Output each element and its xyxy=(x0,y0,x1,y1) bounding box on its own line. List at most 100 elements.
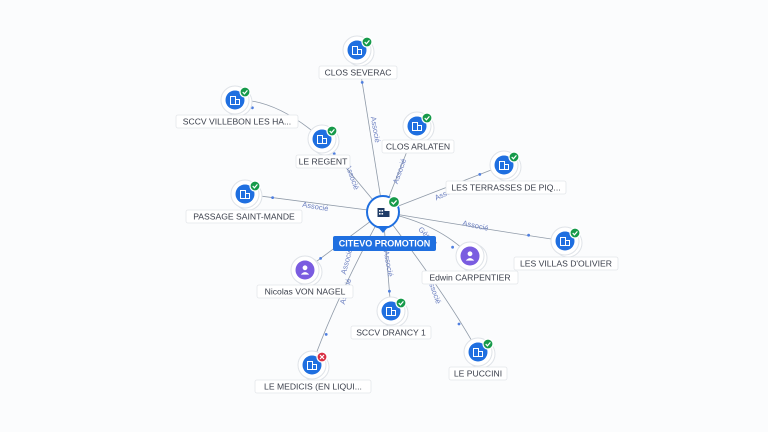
node-label-box xyxy=(295,154,351,169)
edge-arrow-icon xyxy=(332,152,336,156)
node-edwin-carpentier[interactable]: Edwin CARPENTIER xyxy=(421,241,519,285)
check-icon xyxy=(485,342,491,347)
node-label-text: SCCV DRANCY 1 xyxy=(356,328,426,338)
building-icon xyxy=(386,307,396,316)
building-icon xyxy=(307,361,317,370)
edge-label-sccv-drancy: Associé xyxy=(382,250,395,277)
node-label-box xyxy=(513,256,619,271)
edge-arrow-icon xyxy=(319,257,322,260)
active-badge-icon xyxy=(395,297,407,309)
active-badge-icon xyxy=(482,338,494,350)
building-icon xyxy=(230,96,240,105)
node-label-text: LE PUCCINI xyxy=(454,369,502,379)
active-badge-icon xyxy=(249,180,261,192)
edge-les-terrasses xyxy=(382,164,505,213)
edge-arrow-icon xyxy=(324,333,328,336)
building-icon xyxy=(412,122,422,131)
node-le-medicis[interactable]: LE MEDICIS (EN LIQUI... xyxy=(254,350,372,394)
node-passage-saint-mande[interactable]: PASSAGE SAINT-MANDE xyxy=(185,179,303,224)
check-icon xyxy=(329,129,335,134)
node-label-box xyxy=(254,379,372,394)
node-label-box xyxy=(381,139,455,154)
node-les-terrasses[interactable]: LES TERRASSES DE PIQ... xyxy=(445,150,567,195)
node-le-puccini[interactable]: LE PUCCINI xyxy=(448,337,508,381)
check-icon xyxy=(242,90,248,95)
node-label-text: LE REGENT xyxy=(299,157,348,167)
active-badge-icon xyxy=(508,151,520,163)
check-icon xyxy=(364,40,370,45)
edge-le-puccini xyxy=(382,211,479,353)
node-label-les-terrasses[interactable]: LES TERRASSES DE PIQ... xyxy=(445,180,567,195)
person-icon xyxy=(465,251,475,261)
edge-arrow-icon xyxy=(251,106,254,110)
node-label-text: LES TERRASSES DE PIQ... xyxy=(451,183,560,193)
node-label-text: LE MEDICIS (EN LIQUI... xyxy=(264,382,362,392)
node-clos-severac[interactable]: CLOS SEVERAC xyxy=(318,35,398,80)
node-label-sccv-drancy[interactable]: SCCV DRANCY 1 xyxy=(350,325,432,340)
node-label-clos-severac[interactable]: CLOS SEVERAC xyxy=(318,65,398,80)
building-icon xyxy=(473,348,483,357)
edge-arrow-icon xyxy=(478,173,482,176)
node-label-box xyxy=(350,325,432,340)
active-badge-icon xyxy=(569,227,581,239)
cross-icon xyxy=(319,354,325,360)
node-label-le-puccini[interactable]: LE PUCCINI xyxy=(448,366,508,381)
edge-label-passage-saint-mande: Associé xyxy=(302,200,329,213)
active-badge-icon xyxy=(239,86,251,98)
center-node[interactable]: CITEVO PROMOTION xyxy=(333,195,436,251)
node-label-text: Edwin CARPENTIER xyxy=(429,273,510,283)
node-label-nicolas-von-nagel[interactable]: Nicolas VON NAGEL xyxy=(256,284,354,299)
node-label-sccv-villebon[interactable]: SCCV VILLEBON LES HA... xyxy=(175,114,299,129)
edge-les-villas xyxy=(382,211,566,242)
center-label-box[interactable] xyxy=(333,236,436,251)
building-icon xyxy=(317,135,327,144)
building-icon xyxy=(240,190,250,199)
node-clos-arlaten[interactable]: CLOS ARLATEN xyxy=(381,111,455,154)
active-badge-icon xyxy=(361,36,373,48)
node-label-text: LES VILLAS D'OLIVIER xyxy=(520,259,612,269)
edge-arrow-icon xyxy=(360,81,364,84)
node-label-text: CLOS ARLATEN xyxy=(386,142,450,152)
edge-arrow-icon xyxy=(457,322,461,326)
node-label-text: SCCV VILLEBON LES HA... xyxy=(183,117,291,127)
node-label-box xyxy=(175,114,299,129)
node-label-le-medicis[interactable]: LE MEDICIS (EN LIQUI... xyxy=(254,379,372,394)
edge-arrow-icon xyxy=(388,289,391,293)
active-badge-icon xyxy=(421,112,433,124)
node-nicolas-von-nagel[interactable]: Nicolas VON NAGEL xyxy=(256,255,354,299)
nodes-layer: CLOS SEVERAC SCCV VILLEBON LES HA... LE RE… xyxy=(175,35,619,394)
edge-arrow-icon xyxy=(271,196,274,200)
node-label-clos-arlaten[interactable]: CLOS ARLATEN xyxy=(381,139,455,154)
node-label-edwin-carpentier[interactable]: Edwin CARPENTIER xyxy=(421,270,519,285)
check-icon xyxy=(391,199,398,205)
check-icon xyxy=(572,231,578,236)
check-icon xyxy=(511,155,517,160)
check-icon xyxy=(398,301,404,306)
edge-arrow-icon xyxy=(527,233,530,237)
edge-passage-saint-mande xyxy=(244,193,384,213)
node-les-villas[interactable]: LES VILLAS D'OLIVIER xyxy=(513,226,619,271)
node-label-text: CLOS SEVERAC xyxy=(325,68,392,78)
check-icon xyxy=(424,116,430,121)
center-label: CITEVO PROMOTION xyxy=(339,239,431,249)
node-sccv-villebon[interactable]: SCCV VILLEBON LES HA... xyxy=(175,85,299,129)
node-label-passage-saint-mande[interactable]: PASSAGE SAINT-MANDE xyxy=(185,209,303,224)
building-icon xyxy=(499,161,509,170)
node-label-box xyxy=(256,284,354,299)
node-label-les-villas[interactable]: LES VILLAS D'OLIVIER xyxy=(513,256,619,271)
node-label-le-regent[interactable]: LE REGENT xyxy=(295,154,351,169)
node-label-box xyxy=(445,180,567,195)
node-sccv-drancy[interactable]: SCCV DRANCY 1 xyxy=(350,296,432,340)
node-label-box xyxy=(185,209,303,224)
person-icon xyxy=(300,265,310,275)
node-label-text: PASSAGE SAINT-MANDE xyxy=(193,212,295,222)
edge-label-clos-arlaten: Associé xyxy=(391,157,408,185)
building-icon xyxy=(352,46,362,55)
node-label-box xyxy=(421,270,519,285)
node-label-text: Nicolas VON NAGEL xyxy=(265,287,346,297)
node-label-box xyxy=(318,65,398,80)
active-badge-icon xyxy=(326,125,338,137)
node-label-box xyxy=(448,366,508,381)
node-le-regent[interactable]: LE REGENT xyxy=(295,124,351,169)
